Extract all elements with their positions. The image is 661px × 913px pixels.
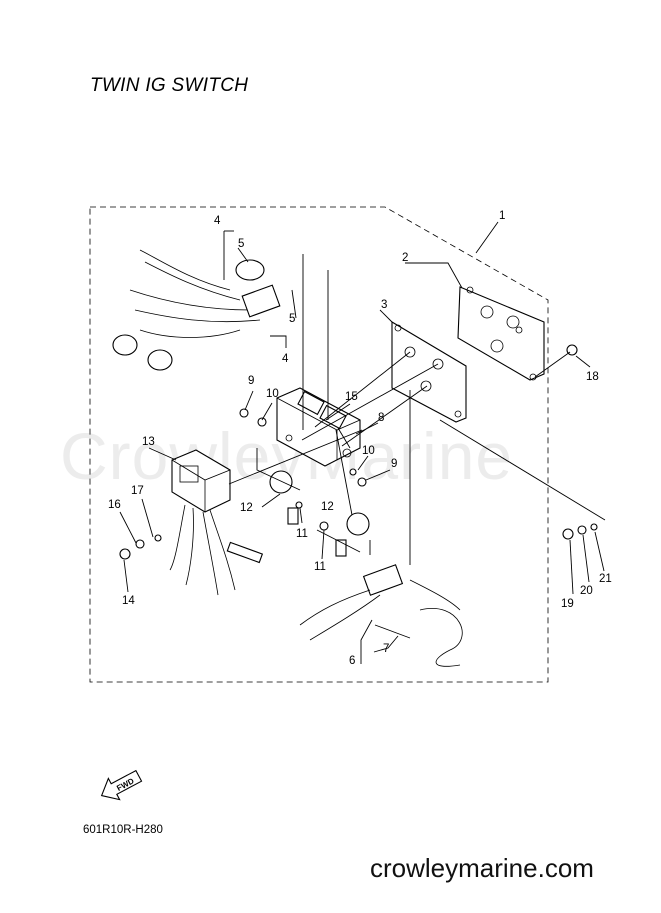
fasteners: [119, 344, 598, 564]
callout-11-left: 11: [296, 528, 308, 540]
callout-17: 17: [131, 485, 144, 497]
part-13-module: [169, 449, 236, 596]
callout-2: 2: [402, 252, 408, 264]
diagram-code: 601R10R-H280: [83, 824, 163, 836]
callout-18: 18: [586, 371, 599, 383]
callout-9-top: 9: [248, 375, 254, 387]
callout-14: 14: [122, 595, 135, 607]
callout-9-right: 9: [391, 458, 397, 470]
fwd-arrow-icon: FWD: [100, 769, 143, 801]
callout-11-right: 11: [314, 561, 326, 573]
callout-3: 3: [381, 299, 387, 311]
diagram-title: TWIN IG SWITCH: [90, 75, 249, 96]
callout-4-top: 4: [214, 215, 221, 227]
callout-21: 21: [599, 573, 612, 585]
callout-19: 19: [561, 598, 574, 610]
assembly-outline: [89, 206, 549, 683]
leader-lines: [119, 221, 605, 664]
callout-5-top: 5: [238, 238, 244, 250]
callout-20: 20: [580, 585, 593, 597]
callout-12-left: 12: [240, 502, 253, 514]
part-12-switch-left: [269, 470, 299, 525]
callout-12-right: 12: [321, 501, 334, 513]
callout-10-top: 10: [266, 388, 279, 400]
part-3-plate: [391, 321, 467, 423]
website-link[interactable]: crowleymarine.com: [370, 853, 594, 883]
part-12-switch-right: [335, 512, 370, 557]
callout-8: 8: [378, 412, 384, 424]
callout-15: 15: [345, 391, 358, 403]
callout-6: 6: [349, 655, 355, 667]
callout-7: 7: [383, 643, 389, 655]
callout-1: 1: [499, 210, 505, 222]
wire-harness: [112, 249, 281, 371]
part-6-7-lanyard: [299, 564, 463, 667]
callout-16: 16: [108, 499, 121, 511]
callout-10-right: 10: [362, 445, 375, 457]
callout-13: 13: [142, 436, 155, 448]
callout-4-mid: 4: [282, 353, 289, 365]
part-1-plate: [457, 286, 545, 381]
assembly-lines: [228, 254, 606, 565]
callout-5-mid: 5: [289, 313, 295, 325]
